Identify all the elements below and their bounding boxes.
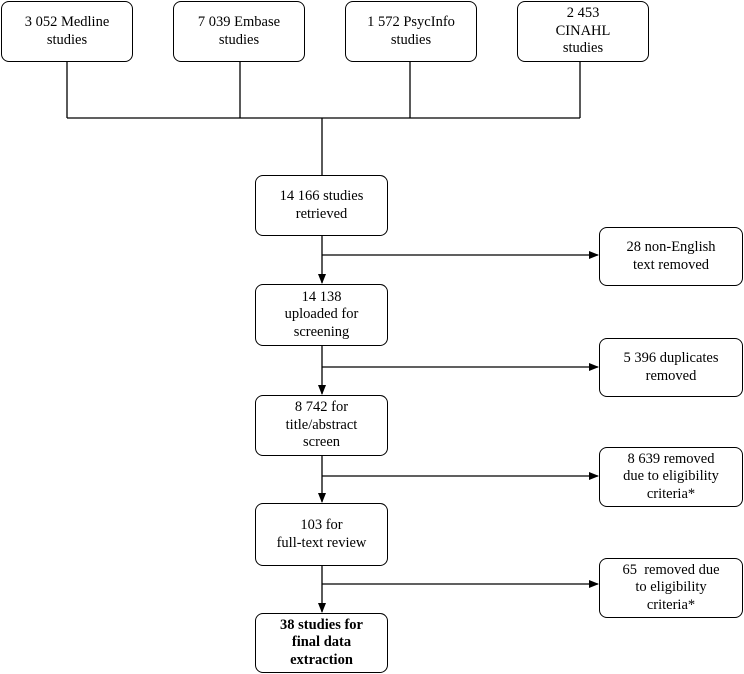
medline-source-box: 3 052 Medline studies bbox=[1, 1, 133, 62]
cinahl-source-box: 2 453 CINAHL studies bbox=[517, 1, 649, 62]
full-text-removed-line-2: to eligibility bbox=[635, 579, 707, 596]
eligibility-line-1: 8 639 removed bbox=[627, 450, 715, 467]
embase-label-text: studies bbox=[218, 31, 260, 48]
non-english-line-2: text removed bbox=[632, 256, 710, 273]
embase-source-box: 7 039 Embase studies bbox=[173, 1, 305, 62]
eligibility-removed-box: 8 639 removed due to eligibility criteri… bbox=[599, 447, 743, 507]
full-text-line-2: full-text review bbox=[276, 534, 367, 551]
medline-label-text: studies bbox=[46, 31, 88, 48]
full-text-removed-box: 65 removed due to eligibility criteria* bbox=[599, 558, 743, 618]
final-line-2: final data bbox=[291, 634, 352, 651]
final-line-3: extraction bbox=[290, 651, 353, 668]
non-english-removed-box: 28 non-English text removed bbox=[599, 227, 743, 286]
duplicates-removed-box: 5 396 duplicates removed bbox=[599, 338, 743, 397]
retrieved-step-box: 14 166 studies retrieved bbox=[255, 175, 388, 236]
full-text-step-box: 103 for full-text review bbox=[255, 503, 388, 566]
title-abstract-step-box: 8 742 for title/abstract screen bbox=[255, 395, 388, 456]
cinahl-studies-text: studies bbox=[562, 40, 604, 57]
eligibility-line-3: criteria* bbox=[646, 485, 696, 502]
title-abstract-line-3: screen bbox=[302, 434, 341, 451]
uploaded-line-3: screening bbox=[293, 323, 350, 340]
eligibility-line-2: due to eligibility bbox=[623, 468, 719, 485]
psycinfo-source-box: 1 572 PsycInfo studies bbox=[345, 1, 477, 62]
medline-count-text: 3 052 Medline bbox=[24, 14, 110, 30]
embase-count-text: 7 039 Embase bbox=[197, 14, 281, 30]
duplicates-line-2: removed bbox=[645, 367, 697, 384]
final-line-1: 38 studies for bbox=[280, 616, 363, 633]
full-text-line-1: 103 for bbox=[300, 517, 343, 533]
cinahl-count-text: 2 453 bbox=[566, 5, 600, 22]
full-text-removed-line-1: 65 removed due bbox=[622, 561, 720, 578]
retrieved-line-1: 14 166 studies bbox=[279, 188, 364, 204]
retrieved-line-2: retrieved bbox=[295, 205, 348, 222]
uploaded-step-box: 14 138 uploaded for screening bbox=[255, 284, 388, 346]
final-extraction-step-box: 38 studies for final data extraction bbox=[255, 613, 388, 673]
title-abstract-line-2: title/abstract bbox=[285, 416, 358, 433]
psycinfo-label-text: studies bbox=[390, 31, 432, 48]
title-abstract-line-1: 8 742 for bbox=[294, 399, 349, 416]
uploaded-line-1: 14 138 bbox=[301, 288, 342, 305]
full-text-removed-line-3: criteria* bbox=[646, 596, 696, 613]
psycinfo-count-text: 1 572 PsycInfo bbox=[367, 14, 455, 30]
uploaded-line-2: uploaded for bbox=[284, 306, 359, 323]
cinahl-label-text: CINAHL bbox=[555, 22, 611, 39]
non-english-line-1: 28 non-English bbox=[626, 239, 716, 255]
duplicates-line-1: 5 396 duplicates bbox=[623, 350, 719, 366]
